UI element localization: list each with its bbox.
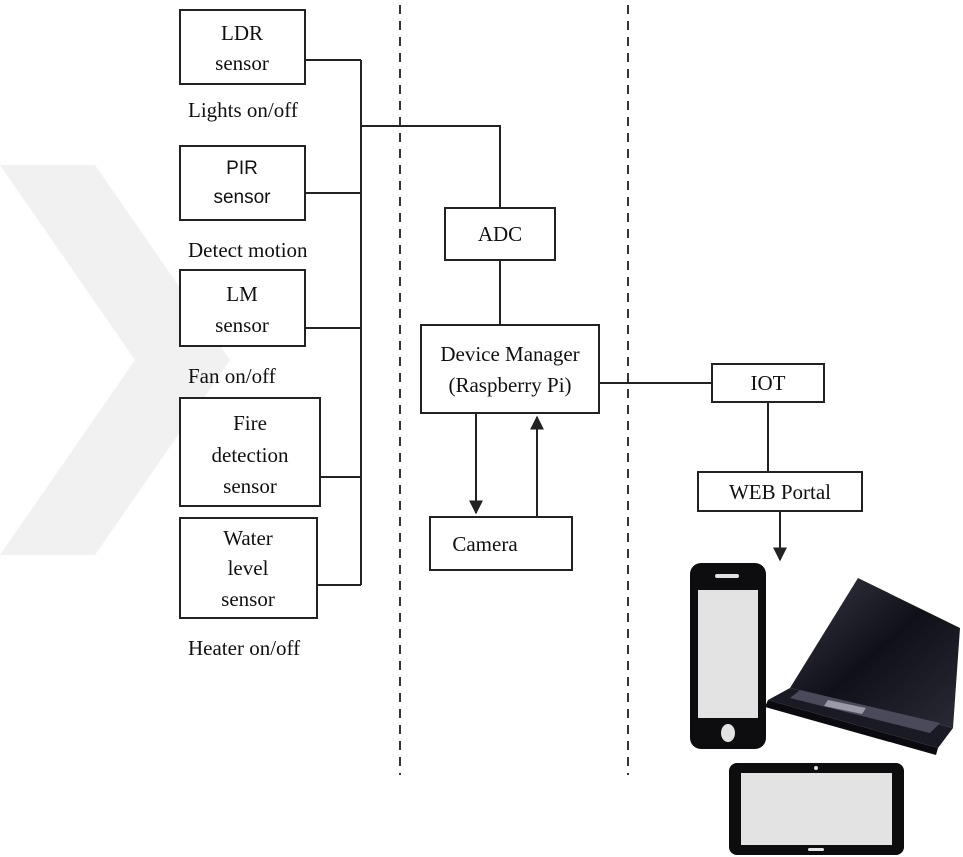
sensor-pir-line-1: PIR <box>226 158 258 179</box>
sensor-lm-line-2: sensor <box>215 313 269 337</box>
web-portal-label: WEB Portal <box>729 480 831 504</box>
sensor-lm-caption: Fan on/off <box>188 364 276 388</box>
sensor-fire-line-1: Fire <box>233 411 267 435</box>
sensor-water-line-2: level <box>228 556 269 580</box>
camera-block: Camera <box>429 516 573 571</box>
sensor-water-line-1: Water <box>223 526 273 550</box>
sensor-ldr: LDR sensor <box>179 9 306 85</box>
sensor-ldr-line-2: sensor <box>215 51 269 75</box>
watermark <box>0 165 230 555</box>
sensor-pir-caption: Detect motion <box>188 238 308 262</box>
sensor-lm: LM sensor <box>179 269 306 347</box>
adc-label: ADC <box>478 222 522 246</box>
sensor-fire: Fire detection sensor <box>179 397 321 507</box>
sensor-fire-line-2: detection <box>212 443 289 467</box>
smartphone-icon <box>690 563 766 749</box>
laptop-icon <box>765 578 960 755</box>
camera-label: Camera <box>452 532 518 556</box>
device-manager-block: Device Manager (Raspberry Pi) <box>420 324 600 414</box>
sensor-pir-line-2: sensor <box>213 187 271 208</box>
sensor-water: Water level sensor <box>179 517 318 619</box>
sensor-fire-line-3: sensor <box>223 474 277 498</box>
sensor-water-caption: Heater on/off <box>188 636 300 660</box>
sensor-bus <box>305 59 501 586</box>
device-manager-line-2: (Raspberry Pi) <box>448 373 571 397</box>
adc-block: ADC <box>444 207 556 261</box>
tablet-icon <box>729 763 904 855</box>
sensor-pir: PIR sensor <box>179 145 306 221</box>
sensor-ldr-caption: Lights on/off <box>188 98 298 122</box>
sensor-ldr-line-1: LDR <box>221 21 263 45</box>
device-manager-line-1: Device Manager <box>440 342 579 366</box>
sensor-lm-line-1: LM <box>226 282 258 306</box>
iot-block: IOT <box>711 363 825 403</box>
iot-label: IOT <box>751 371 786 395</box>
sensor-water-line-3: sensor <box>221 587 275 611</box>
web-portal-block: WEB Portal <box>697 471 863 512</box>
